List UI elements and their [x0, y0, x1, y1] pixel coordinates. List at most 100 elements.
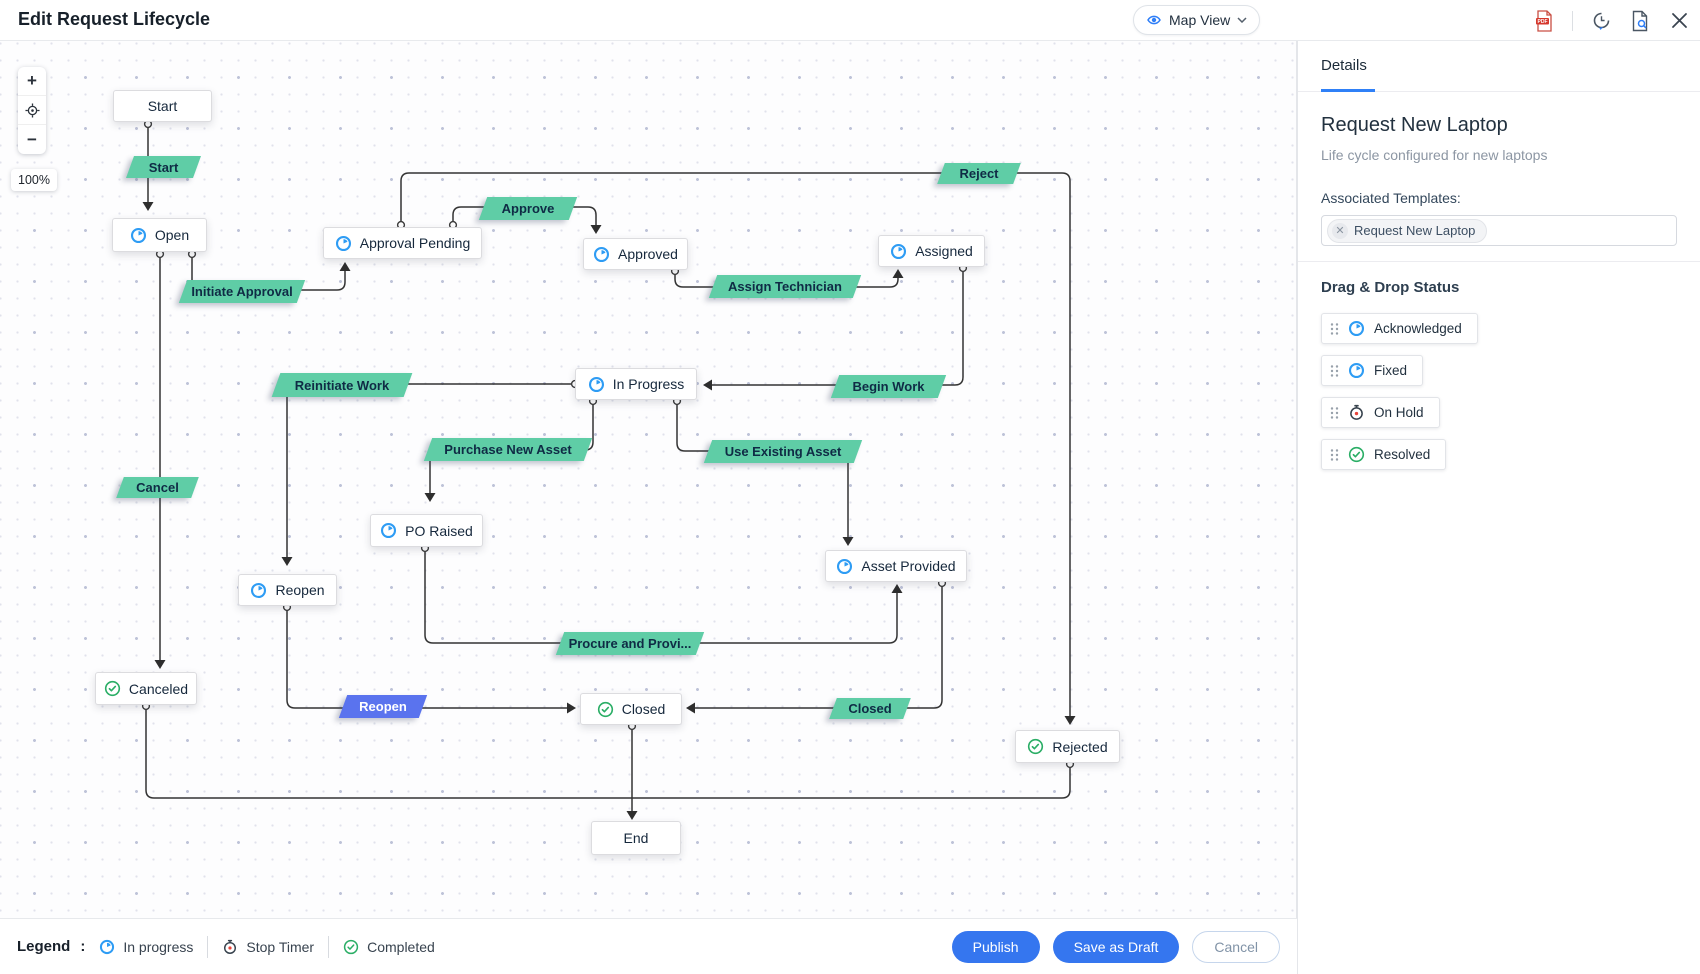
- map-view-selector[interactable]: Map View: [1133, 5, 1261, 35]
- node-start[interactable]: Start: [113, 90, 212, 122]
- drag-handle-icon[interactable]: [1330, 448, 1339, 462]
- node-end[interactable]: End: [591, 821, 681, 855]
- template-chip[interactable]: ✕ Request New Laptop: [1327, 218, 1488, 243]
- stop-timer-icon: [224, 939, 237, 954]
- remove-template-icon[interactable]: ✕: [1332, 222, 1348, 239]
- node-label: Rejected: [1052, 738, 1108, 755]
- node-label: Open: [154, 227, 190, 243]
- node-label: Asset Provided: [861, 558, 956, 574]
- close-icon[interactable]: [1668, 10, 1690, 32]
- node-label: Start: [147, 98, 178, 114]
- flow-edge: [145, 708, 632, 799]
- transition-initiate-approval[interactable]: Initiate Approval: [183, 280, 301, 303]
- transition-approve[interactable]: Approve: [483, 197, 573, 220]
- transition-label: Reject: [959, 166, 999, 181]
- node-label: Reopen: [275, 582, 325, 598]
- node-asset-provided[interactable]: Asset Provided: [825, 550, 967, 582]
- zoom-in-button[interactable]: +: [18, 67, 46, 96]
- flow-edge: [692, 585, 943, 709]
- zoom-level: 100%: [11, 169, 57, 191]
- transition-reinitiate-work[interactable]: Reinitiate Work: [276, 373, 408, 397]
- legend-item-label: Stop Timer: [246, 938, 315, 955]
- transition-start-t[interactable]: Start: [130, 156, 197, 178]
- document-search-icon[interactable]: [1629, 10, 1651, 32]
- in-progress-icon: [1348, 320, 1365, 337]
- node-reopen[interactable]: Reopen: [238, 574, 337, 606]
- save-as-draft-button[interactable]: Save as Draft: [1052, 930, 1180, 963]
- drag-status-item-on-hold[interactable]: On Hold: [1321, 397, 1440, 428]
- legend-label: Legend: [17, 938, 71, 955]
- node-closed[interactable]: Closed: [580, 693, 682, 725]
- tab-details[interactable]: Details: [1321, 57, 1367, 74]
- legend-item-label: In progress: [123, 938, 194, 955]
- node-assigned[interactable]: Assigned: [878, 235, 985, 267]
- edge-arrowhead: [339, 262, 351, 271]
- eye-icon: [1146, 12, 1162, 28]
- node-label: End: [623, 830, 649, 846]
- drag-status-item-acknowledged[interactable]: Acknowledged: [1321, 313, 1478, 344]
- edge-arrowhead: [281, 557, 293, 566]
- chevron-down-icon: [1237, 17, 1247, 23]
- edge-arrowhead: [842, 537, 854, 546]
- drag-status-item-fixed[interactable]: Fixed: [1321, 355, 1424, 386]
- transition-procure-provide[interactable]: Procure and Provi...: [560, 632, 700, 655]
- node-approval-pending[interactable]: Approval Pending: [323, 227, 482, 259]
- edge-arrowhead: [891, 584, 903, 593]
- node-open[interactable]: Open: [112, 218, 207, 252]
- flow-edge: [676, 403, 849, 540]
- drag-handle-icon[interactable]: [1330, 322, 1339, 336]
- transition-begin-work[interactable]: Begin Work: [835, 375, 942, 398]
- status-label: Resolved: [1374, 447, 1431, 462]
- transition-reopen-blue[interactable]: Reopen: [343, 695, 423, 718]
- edge-arrowhead: [1064, 716, 1076, 725]
- node-label: Closed: [621, 701, 666, 717]
- transition-reject[interactable]: Reject: [941, 163, 1017, 184]
- node-label: Canceled: [128, 680, 189, 697]
- drag-handle-icon[interactable]: [1330, 364, 1339, 378]
- fit-to-screen-button[interactable]: [18, 96, 46, 125]
- template-chip-label: Request New Laptop: [1354, 223, 1476, 238]
- drag-status-item-resolved[interactable]: Resolved: [1321, 439, 1447, 470]
- edge-arrowhead: [686, 702, 695, 714]
- edge-arrowhead: [154, 660, 166, 669]
- export-pdf-icon[interactable]: PDF: [1533, 9, 1555, 32]
- transition-cancel-t[interactable]: Cancel: [120, 477, 195, 498]
- page-title: Edit Request Lifecycle: [18, 9, 211, 29]
- in-progress-icon: [1348, 362, 1365, 379]
- associated-templates-input[interactable]: ✕ Request New Laptop: [1321, 215, 1677, 246]
- completed-icon: [597, 701, 613, 717]
- associated-templates-label: Associated Templates:: [1321, 190, 1461, 206]
- legend-separator: [328, 935, 330, 958]
- transition-label: Begin Work: [852, 379, 925, 394]
- node-in-progress[interactable]: In Progress: [575, 368, 697, 400]
- node-label: In Progress: [612, 376, 685, 392]
- status-label: On Hold: [1374, 405, 1424, 420]
- transition-assign-technician[interactable]: Assign Technician: [713, 275, 857, 298]
- legend-item-stop-timer: Stop Timer: [222, 939, 314, 955]
- history-icon[interactable]: [1590, 10, 1612, 32]
- transition-use-existing-asset[interactable]: Use Existing Asset: [708, 440, 858, 463]
- node-rejected[interactable]: Rejected: [1015, 730, 1120, 763]
- transition-label: Procure and Provi...: [568, 636, 692, 651]
- in-progress-icon: [891, 243, 907, 259]
- status-label: Fixed: [1374, 363, 1408, 378]
- node-approved[interactable]: Approved: [583, 238, 688, 270]
- node-label: Approved: [618, 246, 678, 262]
- completed-icon: [343, 939, 359, 954]
- edge-arrowhead: [424, 493, 436, 502]
- publish-button[interactable]: Publish: [951, 930, 1040, 963]
- node-canceled[interactable]: Canceled: [95, 672, 197, 705]
- transition-label: Approve: [501, 201, 555, 216]
- zoom-out-button[interactable]: −: [27, 129, 37, 149]
- in-progress-icon: [588, 376, 604, 392]
- sidebar-tabbar: Details: [1298, 41, 1700, 92]
- node-po-raised[interactable]: PO Raised: [370, 514, 483, 547]
- drag-handle-icon[interactable]: [1330, 406, 1339, 420]
- edge-arrowhead: [892, 269, 904, 278]
- node-label: PO Raised: [405, 522, 473, 539]
- transition-purchase-new-asset[interactable]: Purchase New Asset: [428, 438, 588, 461]
- cancel-button[interactable]: Cancel: [1192, 930, 1280, 963]
- transition-closed-t[interactable]: Closed: [833, 698, 907, 719]
